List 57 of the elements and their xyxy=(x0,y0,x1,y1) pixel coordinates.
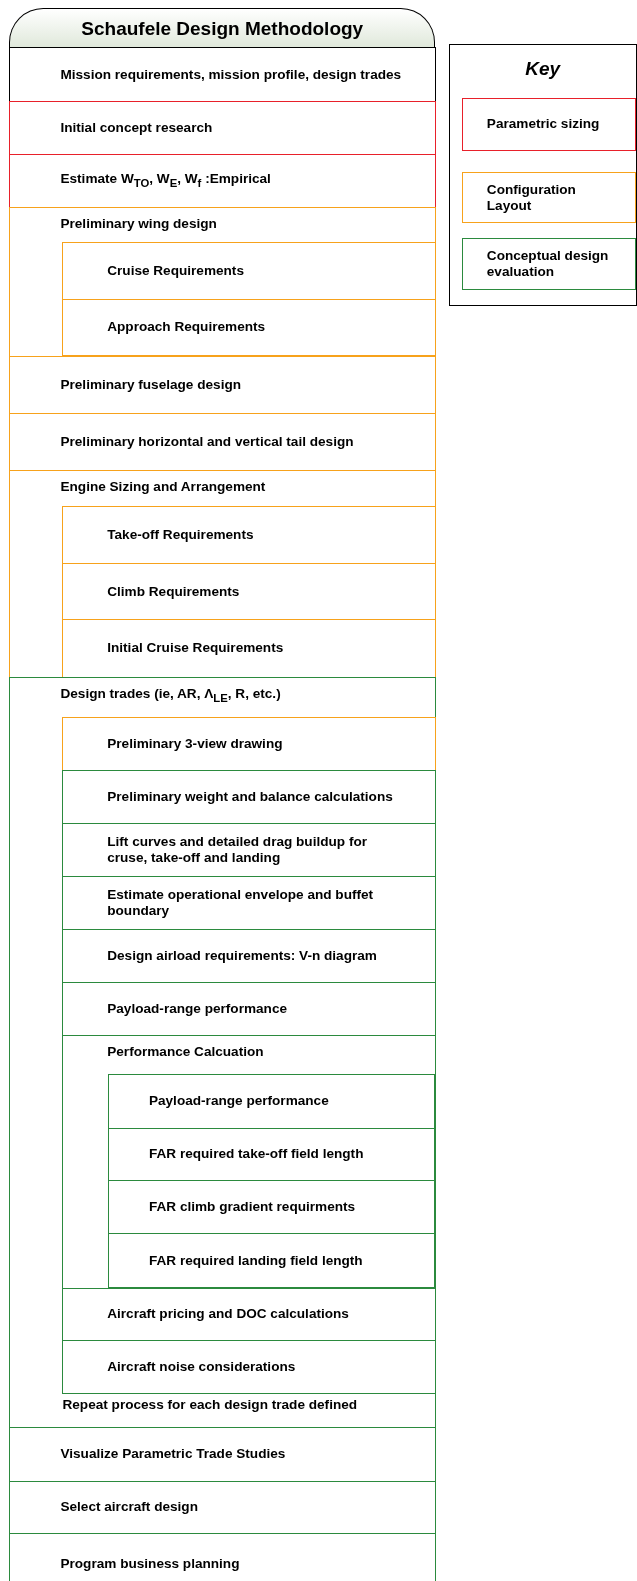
step-label: Mission requirements, mission profile, design trades xyxy=(60,66,403,83)
step-label: Lift curves and detailed drag buildup for cruse, take-off and landing xyxy=(107,834,369,867)
step-label: Climb Requirements xyxy=(107,583,241,600)
step-label: Preliminary weight and balance calculations xyxy=(107,789,394,806)
step-label: Visualize Parametric Trade Studies xyxy=(60,1446,287,1463)
step-label: Preliminary wing design xyxy=(60,215,218,232)
step-label: FAR required take-off field length xyxy=(148,1146,365,1163)
step-box xyxy=(9,355,437,415)
step-label: Preliminary horizontal and vertical tail design xyxy=(60,433,355,450)
step-box xyxy=(9,1427,437,1482)
step-label: Payload-range performance xyxy=(148,1093,330,1110)
step-label: Estimate W$_{TO}$, W$_{E}$, W$_{f}$ :Empirical xyxy=(60,171,272,191)
step-label: Aircraft noise considerations xyxy=(107,1359,297,1376)
step-box xyxy=(9,413,437,471)
step-box xyxy=(61,298,436,357)
step-label: Select aircraft design xyxy=(60,1499,199,1516)
step-label: Design trades (ie, AR, Λ$_{LE}$, R, etc.) xyxy=(60,686,282,707)
legend-label: Configuration Layout xyxy=(486,181,577,214)
group-box xyxy=(9,469,437,679)
group-box xyxy=(9,677,437,1429)
step-label: FAR required landing field length xyxy=(148,1252,364,1269)
step-box xyxy=(9,1480,437,1534)
note-text: Repeat process for each design trade defined xyxy=(62,1397,358,1414)
step-label: Engine Sizing and Arrangement xyxy=(60,478,267,495)
step-box xyxy=(9,47,437,102)
step-box xyxy=(9,154,437,208)
step-label: Preliminary fuselage design xyxy=(60,377,242,393)
legend-label: Parametric sizing xyxy=(486,116,601,133)
step-label: Performance Calcuation xyxy=(107,1043,265,1060)
step-label: Approach Requirements xyxy=(107,319,267,336)
step-label: Program business planning xyxy=(60,1556,241,1573)
step-box xyxy=(61,242,436,300)
step-label: Take-off Requirements xyxy=(107,527,255,544)
step-label: Estimate operational envelope and buffet boundary xyxy=(107,886,375,919)
step-label: FAR climb gradient requirments xyxy=(148,1199,357,1216)
step-label: Initial concept research xyxy=(60,120,214,136)
step-box xyxy=(107,1180,436,1235)
step-label: Preliminary 3-view drawing xyxy=(107,736,284,753)
group-box xyxy=(9,206,437,357)
step-box xyxy=(107,1127,436,1182)
step-box xyxy=(61,717,436,772)
step-label: Cruise Requirements xyxy=(107,263,245,279)
step-box xyxy=(61,1339,436,1395)
legend-label: Conceptual design evaluation xyxy=(486,248,610,281)
group-box xyxy=(61,1034,436,1289)
step-box xyxy=(61,770,436,824)
step-label: Aircraft pricing and DOC calculations xyxy=(107,1306,350,1323)
key-heading: Key xyxy=(524,58,562,81)
step-box xyxy=(9,1533,437,1581)
step-box xyxy=(107,1233,436,1288)
step-label: Design airload requirements: V-n diagram xyxy=(107,947,378,964)
step-box xyxy=(9,100,437,156)
step-box xyxy=(107,1074,436,1129)
step-box xyxy=(61,506,436,564)
title-tab: Schaufele Design Methodology xyxy=(9,8,436,49)
step-label: Payload-range performance xyxy=(107,1000,289,1017)
step-label: Initial Cruise Requirements xyxy=(107,640,285,657)
